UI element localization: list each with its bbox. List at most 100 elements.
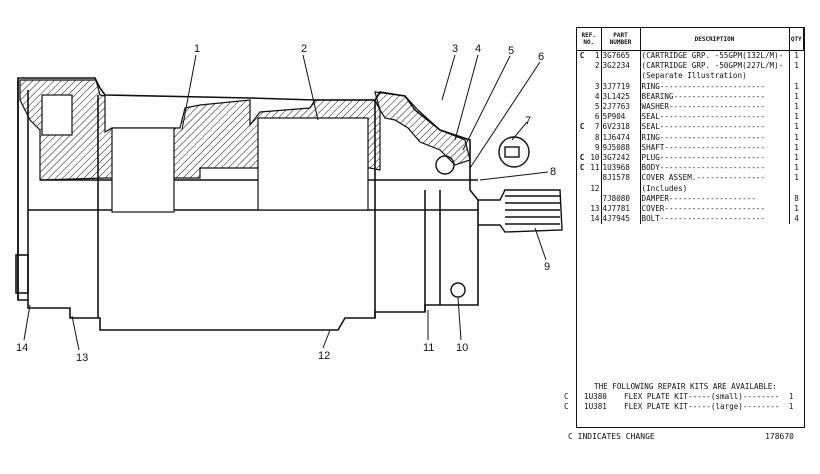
- table-header-row: REF. NO. PART NUMBER DESCRIPTION QTY: [576, 27, 804, 51]
- drawing-number: 178670: [765, 432, 794, 441]
- description: SHAFT----------------------: [640, 142, 790, 154]
- quantity: 1: [794, 102, 799, 112]
- header-qty: QTY: [788, 27, 804, 51]
- description: (CARTRIDGE GRP. -50GPM(227L/M)-: [640, 61, 790, 72]
- header-description: DESCRIPTION: [639, 27, 790, 51]
- callout-13: 13: [76, 352, 88, 364]
- callout-11: 11: [423, 342, 434, 354]
- change-marker: [577, 214, 588, 224]
- ref-no: 4: [587, 91, 602, 103]
- part-number: 3L1425: [601, 91, 641, 103]
- quantity: 1: [794, 91, 799, 101]
- callout-9: 9: [544, 261, 550, 273]
- quantity: 1: [794, 173, 799, 183]
- quantity: 1: [788, 392, 794, 401]
- callout-4: 4: [475, 43, 481, 55]
- description: DAMPER-------------------: [640, 193, 790, 205]
- quantity: 8: [794, 193, 799, 203]
- callout-3: 3: [452, 43, 458, 55]
- change-marker: [577, 133, 588, 143]
- part-number: 1U3968: [601, 163, 641, 174]
- ref-no: 3: [587, 81, 602, 92]
- header-ref-no: REF. NO.: [576, 27, 602, 51]
- quantity: 1: [794, 61, 799, 71]
- change-marker: [577, 82, 588, 92]
- change-marker: [577, 194, 588, 204]
- change-marker: [577, 71, 588, 81]
- quantity: [789, 71, 804, 81]
- quantity: 1: [794, 81, 799, 91]
- part-number: 7J8080: [601, 193, 641, 205]
- part-number: 1J6474: [601, 132, 641, 143]
- callout-8: 8: [550, 166, 556, 178]
- part-number: 3G7665: [601, 50, 641, 62]
- description: PLUG-----------------------: [640, 153, 790, 164]
- callout-leaders: [23, 54, 549, 351]
- change-marker: C: [579, 51, 585, 60]
- ref-no: 1: [587, 50, 602, 62]
- part-number: 9J5088: [601, 142, 641, 154]
- change-marker: C: [579, 163, 585, 173]
- change-marker: C: [579, 122, 585, 132]
- ref-no: 8: [587, 132, 602, 143]
- quantity: 1: [794, 204, 799, 214]
- change-marker: C: [564, 402, 569, 411]
- part-number: 5P904: [601, 112, 641, 123]
- list-item: C 1U380 FLEX PLATE KIT-----(small)--------…: [564, 392, 804, 402]
- part-number: 1U381: [584, 402, 607, 411]
- quantity: 1: [794, 153, 799, 163]
- description: RING-----------------------: [640, 132, 790, 143]
- quantity: 1: [794, 112, 799, 122]
- callout-14: 14: [16, 342, 28, 354]
- quantity: 1: [788, 402, 794, 411]
- change-marker: [577, 143, 588, 153]
- ref-no: 11: [587, 163, 602, 174]
- part-number: 8J1578: [601, 173, 641, 184]
- change-marker: [577, 184, 588, 194]
- description: FLEX PLATE KIT-----(small)--------: [624, 392, 780, 401]
- description: SEAL-----------------------: [640, 122, 790, 133]
- part-number: 3J7719: [601, 81, 641, 92]
- part-number: 1U380: [584, 392, 607, 401]
- description: BEARING--------------------: [640, 91, 790, 103]
- ref-no: 12: [587, 183, 602, 194]
- ref-no: [587, 71, 602, 82]
- change-marker: C: [564, 392, 569, 401]
- part-number: [601, 183, 641, 194]
- repair-kits-list: C 1U380 FLEX PLATE KIT-----(small)--------…: [564, 392, 804, 412]
- description: RING-----------------------: [640, 81, 790, 92]
- description: (Separate Illustration): [640, 71, 790, 82]
- ref-no: 9: [587, 142, 602, 154]
- change-legend: C INDICATES CHANGE: [568, 432, 655, 441]
- quantity: [789, 184, 804, 194]
- part-number: 3G2234: [601, 61, 641, 72]
- ref-no: 2: [587, 61, 602, 72]
- callout-1: 1: [194, 43, 200, 55]
- ref-no: 13: [587, 204, 602, 215]
- description: WASHER---------------------: [640, 102, 790, 113]
- callout-7: 7: [525, 115, 531, 127]
- change-marker: [577, 204, 588, 214]
- callout-6: 6: [538, 51, 544, 63]
- quantity: 1: [794, 51, 799, 60]
- change-marker: C: [579, 153, 585, 163]
- description: BODY-----------------------: [640, 163, 790, 174]
- description: SEAL-----------------------: [640, 112, 790, 123]
- description: COVER ASSEM.---------------: [640, 173, 790, 184]
- part-number: 3G7242: [601, 153, 641, 164]
- table-row: (Separate Illustration): [577, 71, 804, 82]
- ref-no: 6: [587, 112, 602, 123]
- splined-shaft: [435, 136, 563, 298]
